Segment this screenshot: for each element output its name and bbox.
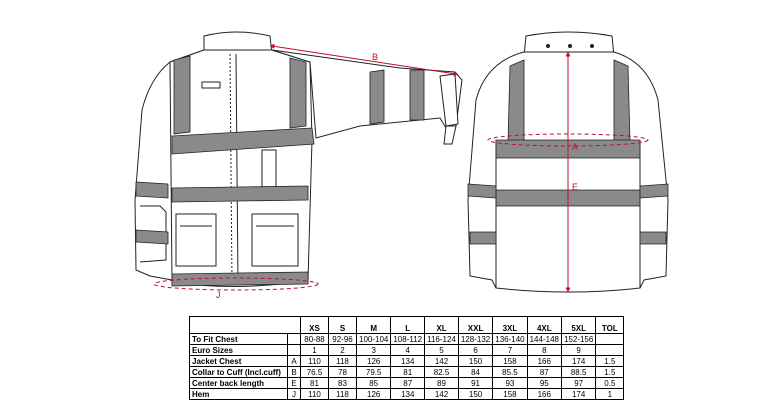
header-blank xyxy=(189,316,301,334)
table-cell: 4 xyxy=(390,344,426,356)
table-cell: 174 xyxy=(560,355,597,367)
table-cell: 89 xyxy=(424,377,459,389)
table-cell: 93 xyxy=(492,377,528,389)
table-cell: 85 xyxy=(355,377,392,389)
table-cell: 6 xyxy=(457,344,494,356)
table-cell: 84 xyxy=(457,366,494,378)
table-cell: 95 xyxy=(526,377,562,389)
label-B: B xyxy=(372,52,378,62)
table-cell: 1 xyxy=(300,344,329,356)
row-code: J xyxy=(287,388,301,400)
row-label: Collar to Cuff (Incl.cuff) xyxy=(189,366,288,378)
table-cell: 81 xyxy=(300,377,329,389)
table-cell: 88.5 xyxy=(560,366,597,378)
row-label: Jacket Chest xyxy=(189,355,288,367)
table-cell: 126 xyxy=(355,388,392,400)
table-cell: 87 xyxy=(526,366,562,378)
table-cell: 9 xyxy=(560,344,597,356)
table-cell: 0.5 xyxy=(595,377,625,389)
size-chart-table: XS S M L XL XXL 3XL 4XL 5XL TOL To Fit C… xyxy=(189,316,625,400)
front-measurements xyxy=(153,43,459,291)
table-cell: 142 xyxy=(424,355,459,367)
table-cell: 136-140 xyxy=(492,333,528,345)
table-cell: 116-124 xyxy=(424,333,459,345)
table-cell: 83 xyxy=(328,377,357,389)
row-code: E xyxy=(287,377,301,389)
table-cell: 7 xyxy=(492,344,528,356)
row-code xyxy=(287,344,301,356)
table-cell: 158 xyxy=(492,388,528,400)
header-size: XXL xyxy=(457,316,494,334)
row-code: A xyxy=(287,355,301,367)
table-cell: 78 xyxy=(328,366,357,378)
table-cell: 97 xyxy=(560,377,597,389)
table-cell: 91 xyxy=(457,377,494,389)
table-cell: 152-156 xyxy=(560,333,597,345)
table-cell: 166 xyxy=(526,355,562,367)
table-cell: 150 xyxy=(457,355,494,367)
table-cell: 80-88 xyxy=(300,333,329,345)
table-cell: 110 xyxy=(300,355,329,367)
table-cell: 79.5 xyxy=(355,366,392,378)
label-J: J xyxy=(216,290,221,300)
header-size: 3XL xyxy=(492,316,528,334)
table-cell: 100-104 xyxy=(355,333,392,345)
table-cell: 1 xyxy=(595,388,625,400)
table-cell: 142 xyxy=(424,388,459,400)
row-label: Hem xyxy=(189,388,288,400)
table-cell: 126 xyxy=(355,355,392,367)
table-cell: 108-112 xyxy=(390,333,426,345)
table-cell: 134 xyxy=(390,388,426,400)
row-label: Center back length xyxy=(189,377,288,389)
header-tolerance: TOL xyxy=(595,316,625,334)
table-cell: 1.5 xyxy=(595,355,625,367)
table-cell: 1.5 xyxy=(595,366,625,378)
table-cell: 92-96 xyxy=(328,333,357,345)
label-A: A xyxy=(572,142,578,152)
table-cell: 5 xyxy=(424,344,459,356)
header-size: XL xyxy=(424,316,459,334)
table-cell: 3 xyxy=(355,344,392,356)
header-size: L xyxy=(390,316,426,334)
jacket-measurement-diagram: B J A E xyxy=(134,31,669,300)
table-cell: 174 xyxy=(560,388,597,400)
table-cell: 128-132 xyxy=(457,333,494,345)
table-cell: 118 xyxy=(328,355,357,367)
table-cell: 82.5 xyxy=(424,366,459,378)
back-measurements xyxy=(487,51,649,293)
header-size: 4XL xyxy=(526,316,562,334)
row-label: Euro Sizes xyxy=(189,344,288,356)
label-E: E xyxy=(572,182,578,192)
table-cell: 166 xyxy=(526,388,562,400)
table-cell: 2 xyxy=(328,344,357,356)
table-cell: 81 xyxy=(390,366,426,378)
header-size: 5XL xyxy=(560,316,597,334)
row-label: To Fit Chest xyxy=(189,333,288,345)
table-cell xyxy=(595,333,625,345)
table-cell: 118 xyxy=(328,388,357,400)
table-cell: 110 xyxy=(300,388,329,400)
size-header-row: XS S M L XL XXL 3XL 4XL 5XL TOL xyxy=(189,316,625,334)
table-cell: 144-148 xyxy=(526,333,562,345)
table-cell: 134 xyxy=(390,355,426,367)
header-size: S xyxy=(328,316,357,334)
row-code: B xyxy=(287,366,301,378)
header-size: XS xyxy=(300,316,329,334)
table-cell xyxy=(595,344,625,356)
table-cell: 87 xyxy=(390,377,426,389)
header-size: M xyxy=(355,316,392,334)
table-cell: 76.5 xyxy=(300,366,329,378)
table-cell: 150 xyxy=(457,388,494,400)
table-cell: 8 xyxy=(526,344,562,356)
table-cell: 85.5 xyxy=(492,366,528,378)
row-code xyxy=(287,333,301,345)
table-cell: 158 xyxy=(492,355,528,367)
